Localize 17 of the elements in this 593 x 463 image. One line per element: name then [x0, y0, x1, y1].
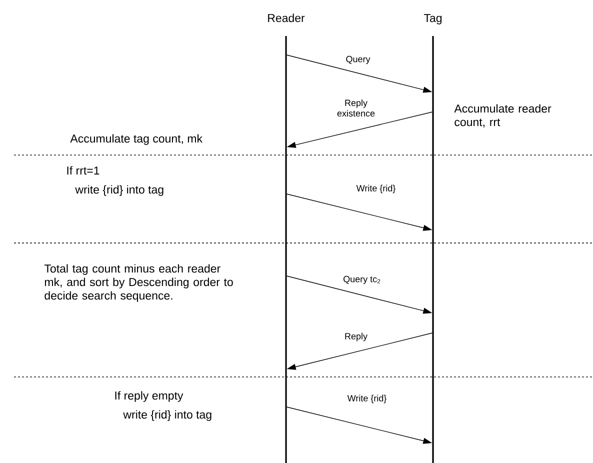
note-text: Total tag count minus each reader mk, and sort by Descending order to decide search sequence.	[44, 264, 233, 302]
edge-label: Reply	[344, 332, 368, 342]
lifeline	[285, 35, 287, 463]
lifeline-heading: Reader	[268, 14, 305, 22]
edge-label: Query tc$_{2}$	[342, 275, 382, 285]
note-text: If rrt=1	[67, 166, 100, 175]
edge-label: Reply existence	[336, 98, 376, 118]
edge-label: Write {rid}	[346, 394, 388, 404]
note-text: If reply empty	[115, 391, 184, 402]
edge-label: Write {rid}	[356, 184, 396, 194]
edge-label: Query	[345, 55, 371, 65]
note-text: write {rid} into tag	[123, 410, 212, 421]
lifeline-heading: Tag	[424, 14, 442, 24]
note-text: Accumulate reader count, rrt	[454, 104, 552, 128]
lifeline	[432, 35, 434, 463]
note-text: write {rid} into tag	[75, 185, 164, 196]
note-text: Accumulate tag count, mk	[70, 134, 203, 145]
